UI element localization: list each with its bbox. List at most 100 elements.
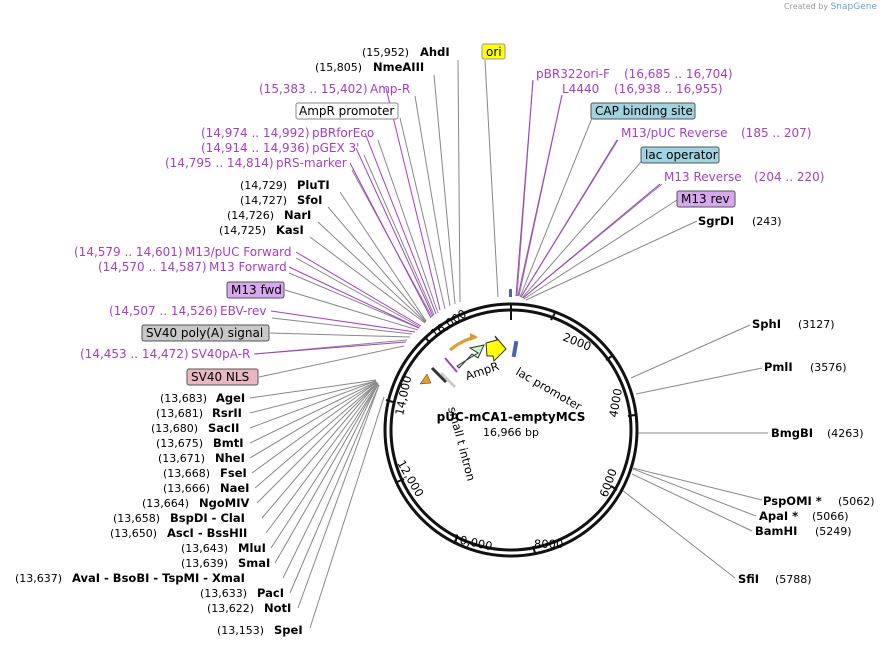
- lower-enzyme-label[interactable]: MluI: [238, 541, 266, 555]
- primer-mark: [444, 357, 458, 373]
- apai-label[interactable]: ApaI *: [759, 509, 798, 523]
- ampr-primer-pos: (15,383 .. 15,402): [259, 82, 368, 96]
- nari-pos: (14,726): [227, 209, 274, 222]
- sv40pa-r-label[interactable]: SV40pA-R: [191, 347, 250, 361]
- m13-rev-box[interactable]: [676, 190, 736, 208]
- lower-enzyme-label[interactable]: RsrII: [212, 406, 242, 420]
- lower-enzyme-pos: (13,622): [207, 602, 254, 615]
- bamhi-pos: (5249): [815, 525, 852, 538]
- pbr322ori-f-pos: (16,685 .. 16,704): [624, 67, 733, 81]
- ampr-primer-label[interactable]: Amp-R: [370, 82, 410, 96]
- lower-enzyme-label[interactable]: NheI: [215, 451, 245, 465]
- lac-operator-box[interactable]: [640, 146, 720, 164]
- nmeaiii-pos: (15,805): [315, 61, 362, 74]
- ampr-promoter-box-label: AmpR promoter: [299, 104, 394, 118]
- primer-leader-lines: [253, 79, 661, 355]
- pbr322ori-f-label[interactable]: pBR322ori-F: [536, 67, 610, 81]
- pbrforeco-label[interactable]: pBRforEco: [312, 126, 374, 140]
- lower-enzyme-pos: (13,664): [142, 497, 189, 510]
- lower-enzyme-label[interactable]: BspDI - ClaI: [170, 511, 245, 525]
- lower-enzyme-pos: (13,639): [181, 557, 228, 570]
- lower-enzyme-label[interactable]: SacII: [208, 421, 239, 435]
- lower-enzyme-label[interactable]: SpeI: [274, 623, 303, 637]
- sfoi-pos: (14,727): [240, 194, 287, 207]
- tick-6000: 6000: [597, 467, 620, 499]
- sfoi-label[interactable]: SfoI: [297, 193, 322, 207]
- lower-enzyme-pos: (13,658): [113, 512, 160, 525]
- m13-fwd-box-label: M13 fwd: [231, 283, 282, 297]
- lower-enzyme-label[interactable]: FseI: [220, 466, 247, 480]
- sfii-label[interactable]: SfiI: [738, 572, 759, 586]
- sv40-nls-mark: [439, 371, 457, 389]
- prs-marker-label[interactable]: pRS-marker: [276, 156, 347, 170]
- m13-reverse-label[interactable]: M13 Reverse: [664, 170, 742, 184]
- prs-marker-pos: (14,795 .. 14,814): [165, 156, 274, 170]
- plasmid-size: 16,966 bp: [483, 426, 539, 439]
- m13-reverse-pos: (204 .. 220): [754, 170, 824, 184]
- sv40pa-r-pos: (14,453 .. 14,472): [80, 347, 189, 361]
- m13puc-fwd-label[interactable]: M13/pUC Forward: [185, 245, 292, 259]
- ebv-rev-label[interactable]: EBV-rev: [220, 304, 266, 318]
- bamhi-label[interactable]: BamHI: [755, 524, 797, 538]
- lower-enzyme-label[interactable]: AvaI - BsoBI - TspMI - XmaI: [72, 571, 245, 585]
- nari-label[interactable]: NarI: [284, 208, 311, 222]
- lower-enzyme-pos: (13,643): [181, 542, 228, 555]
- ampr-promoter-box[interactable]: [295, 102, 399, 120]
- lower-enzyme-label[interactable]: NotI: [264, 601, 291, 615]
- sv40-polya-mark: [430, 366, 448, 384]
- plasmid-name: pUC-mCA1-emptyMCS: [437, 410, 586, 424]
- lower-enzyme-pos: (13,637): [15, 572, 62, 585]
- lower-enzyme-label[interactable]: PacI: [257, 586, 284, 600]
- lower-enzyme-label[interactable]: SmaI: [238, 556, 270, 570]
- pspomi-label[interactable]: PspOMI *: [763, 494, 822, 508]
- lower-enzyme-pos: (13,683): [160, 392, 207, 405]
- ori-arrow-head: [470, 333, 478, 341]
- l4440-label[interactable]: L4440: [562, 82, 599, 96]
- kasi-pos: (14,725): [219, 224, 266, 237]
- tick-4000: 4000: [606, 387, 625, 418]
- sphi-pos: (3127): [798, 318, 835, 331]
- sgrdi-pos: (243): [752, 215, 782, 228]
- lower-enzyme-pos: (13,681): [156, 407, 203, 420]
- credit-brand: SnapGene: [830, 2, 877, 12]
- m13puc-rev-label[interactable]: M13/pUC Reverse: [621, 126, 728, 140]
- m13-fwd-box[interactable]: [226, 281, 285, 299]
- ori-box[interactable]: [481, 43, 506, 60]
- pgex3-label[interactable]: pGEX 3': [312, 141, 359, 155]
- tick-marks: [385, 304, 636, 554]
- pluti-label[interactable]: PluTI: [297, 178, 330, 192]
- tick-16000: 16,000: [428, 306, 469, 340]
- lower-enzyme-label[interactable]: AgeI: [216, 391, 245, 405]
- m13-forward-label[interactable]: M13 Forward: [209, 260, 287, 274]
- pluti-pos: (14,729): [240, 179, 287, 192]
- apai-pos: (5066): [812, 510, 849, 523]
- sv40-polya-box[interactable]: [141, 324, 270, 342]
- label-ampr: AmpR: [464, 359, 501, 383]
- lower-enzyme-label[interactable]: NgoMIV: [199, 496, 249, 510]
- pgex3-pos: (14,914 .. 14,936): [201, 141, 310, 155]
- lac-operator-mark: [511, 340, 519, 358]
- pmli-pos: (3576): [810, 361, 847, 374]
- kasi-label[interactable]: KasI: [276, 223, 304, 237]
- credit-prefix: Created by: [784, 2, 829, 11]
- lac-operator-box-label: lac operator: [645, 148, 718, 162]
- leader-lines: [249, 59, 768, 629]
- cap-binding-box[interactable]: [590, 102, 696, 120]
- lower-enzyme-label[interactable]: BmtI: [213, 436, 244, 450]
- pmli-label[interactable]: PmlI: [764, 360, 793, 374]
- sv40-ori-arrow: [419, 373, 432, 385]
- pspomi-pos: (5062): [838, 495, 875, 508]
- pbrforeco-pos: (14,974 .. 14,992): [201, 126, 310, 140]
- lower-enzyme-label[interactable]: NaeI: [220, 481, 249, 495]
- label-lac-promoter: lac promoter: [514, 364, 585, 413]
- ahdi-label[interactable]: AhdI: [420, 45, 450, 59]
- sv40-nls-box[interactable]: [186, 368, 259, 386]
- lower-enzyme-label[interactable]: AscI - BssHII: [167, 526, 247, 540]
- bmgbi-label[interactable]: BmgBI: [771, 426, 813, 440]
- lower-enzyme-pos: (13,671): [158, 452, 205, 465]
- sphi-label[interactable]: SphI: [752, 317, 781, 331]
- m13-forward-pos: (14,570 .. 14,587): [98, 260, 207, 274]
- sgrdi-label[interactable]: SgrDI: [698, 214, 734, 228]
- nmeaiii-label[interactable]: NmeAIII: [373, 60, 424, 74]
